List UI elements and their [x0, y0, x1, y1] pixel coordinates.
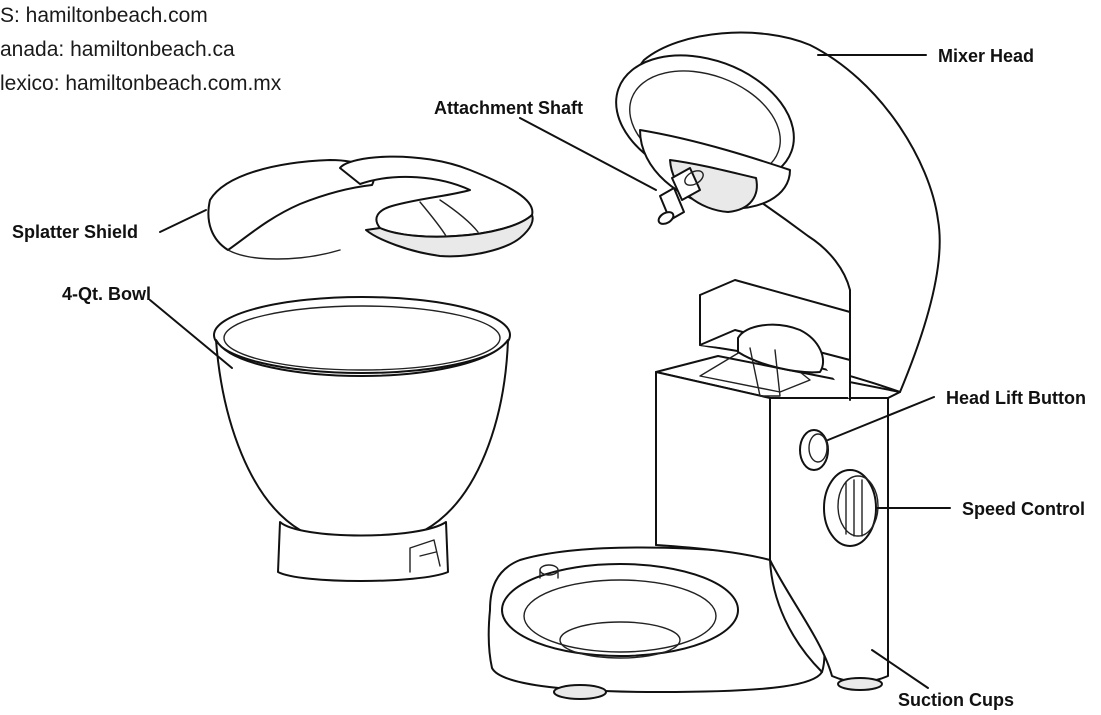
bowl-drawing	[213, 296, 511, 582]
label-attachment-shaft: Attachment Shaft	[434, 98, 583, 118]
stand-base-drawing	[487, 339, 901, 700]
label-mixer-head: Mixer Head	[938, 46, 1034, 66]
label-head-lift-button: Head Lift Button	[946, 388, 1086, 408]
leader-head-lift-button	[827, 396, 935, 441]
label-suction-cups: Suction Cups	[898, 690, 1014, 710]
leader-splatter-shield	[159, 209, 207, 233]
splatter-shield-drawing	[207, 155, 534, 260]
label-bowl: 4-Qt. Bowl	[62, 284, 151, 304]
website-mexico: lexico: hamiltonbeach.com.mx	[0, 72, 282, 95]
mixer-head-drawing	[615, 31, 941, 401]
leader-bowl	[149, 299, 233, 369]
leader-attachment-shaft	[519, 117, 657, 191]
leader-suction-cups	[871, 649, 929, 689]
label-splatter-shield: Splatter Shield	[12, 222, 138, 242]
website-us: S: hamiltonbeach.com	[0, 4, 208, 27]
leader-lines	[149, 54, 951, 689]
label-speed-control: Speed Control	[962, 499, 1085, 519]
website-canada: anada: hamiltonbeach.ca	[0, 38, 235, 61]
attachment-shaft-drawing	[657, 167, 704, 225]
